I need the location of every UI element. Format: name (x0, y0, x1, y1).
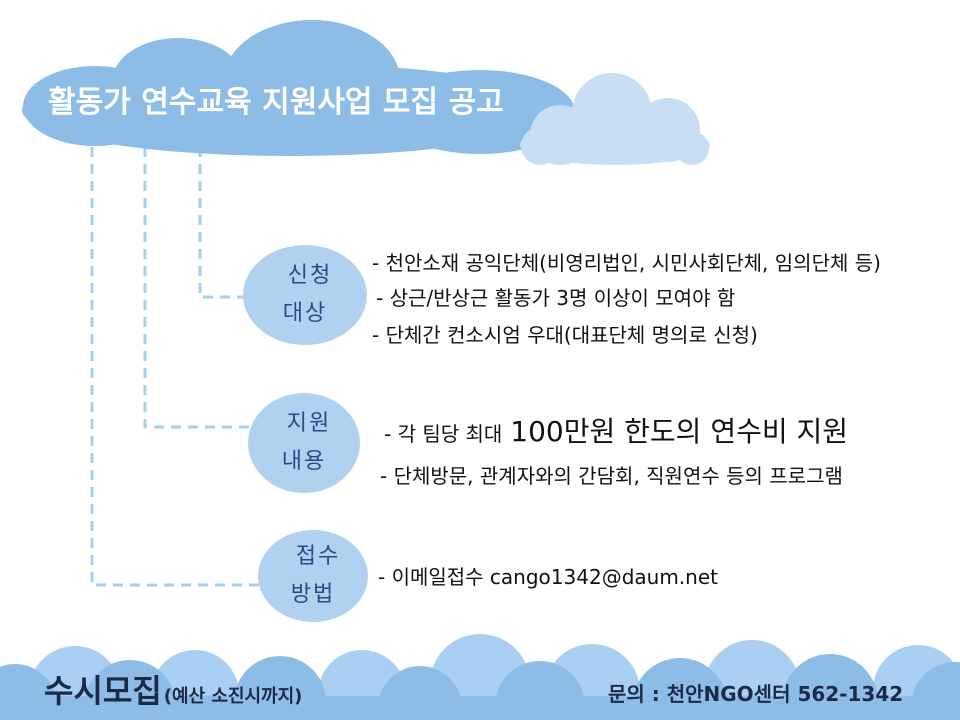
support-highlight: - 각 팀당 최대 100만원 한도의 연수비 지원 (384, 414, 848, 452)
label-eligibility-line1: 신청 (287, 263, 333, 288)
label-application: 접수 방법 (253, 538, 373, 614)
recruit-note: (예산 소진시까지) (163, 686, 303, 707)
recruit-label: 수시모집 (44, 672, 162, 710)
label-eligibility-line2: 대상 (282, 301, 328, 326)
connector-support (143, 130, 258, 429)
support-highlight-emphasis: 100만원 한도의 연수비 지원 (510, 415, 849, 448)
light-cloud (520, 73, 710, 165)
connector-application (90, 130, 266, 587)
bubble-support (248, 393, 360, 493)
bubble-application (258, 530, 368, 622)
label-support: 지원 내용 (244, 405, 364, 481)
recruitment-period: 수시모집 (예산 소진시까지) (44, 670, 302, 712)
label-application-line2: 방법 (290, 582, 336, 607)
support-item: - 단체방문, 관계자와의 간담회, 직원연수 등의 프로그램 (380, 464, 843, 488)
label-support-line1: 지원 (286, 411, 332, 436)
application-item: - 이메일접수 cango1342@daum.net (378, 565, 718, 589)
connector-eligibility (198, 130, 255, 299)
footer-cloud-band (0, 634, 960, 720)
eligibility-item: - 상근/반상근 활동가 3명 이상이 모여야 함 (376, 286, 736, 310)
label-support-line2: 내용 (281, 449, 327, 474)
eligibility-item: - 천안소재 공익단체(비영리법인, 시민사회단체, 임의단체 등) (372, 251, 881, 275)
label-eligibility: 신청 대상 (245, 257, 365, 333)
contact-info: 문의 : 천안NGO센터 562-1342 (608, 682, 904, 706)
bubble-eligibility (243, 245, 367, 345)
page-title: 활동가 연수교육 지원사업 모집 공고 (48, 85, 504, 120)
label-application-line1: 접수 (295, 544, 341, 569)
title-cloud (22, 20, 575, 156)
eligibility-item: - 단체간 컨소시엄 우대(대표단체 명의로 신청) (372, 323, 758, 347)
support-highlight-prefix: - 각 팀당 최대 (384, 422, 503, 446)
